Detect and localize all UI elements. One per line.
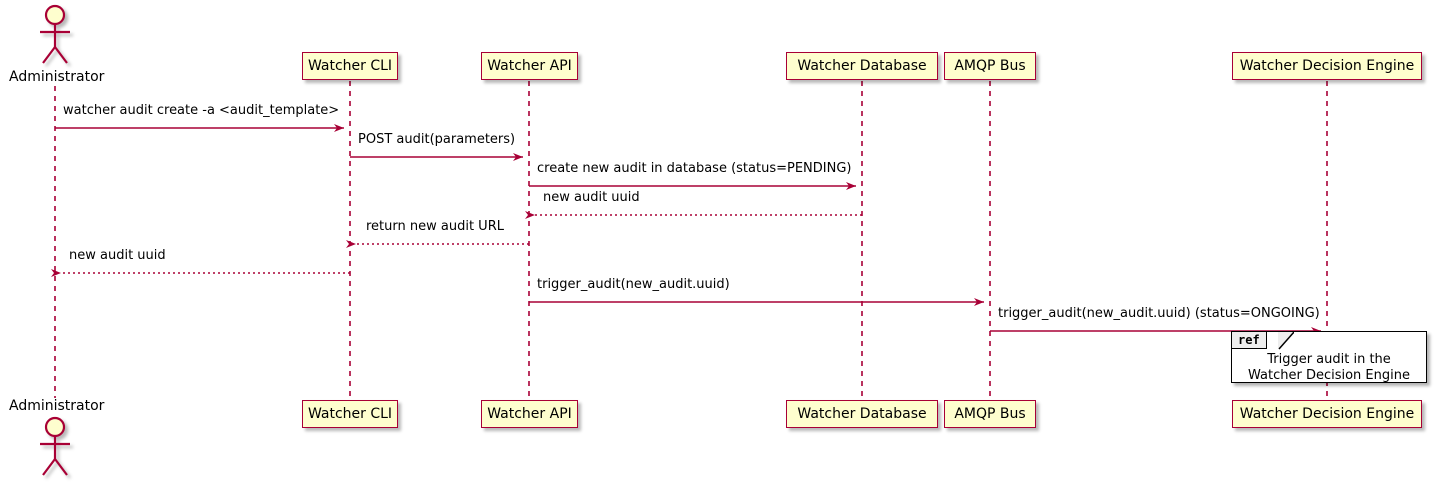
- message-label-1: watcher audit create -a <audit_template>: [63, 103, 340, 118]
- actor-head-icon: [44, 4, 66, 26]
- message-label-5: return new audit URL: [366, 219, 504, 234]
- participant-box-watcher-api-bottom[interactable]: Watcher API: [481, 400, 578, 428]
- ref-fragment-line-1: Trigger audit in the: [1267, 352, 1391, 367]
- actor-administrator-top: [40, 4, 70, 64]
- message-label-2: POST audit(parameters): [358, 132, 516, 147]
- participant-box-watcher-database-top[interactable]: Watcher Database: [786, 52, 938, 80]
- actor-administrator-bottom: [40, 416, 70, 476]
- participant-label: Watcher CLI: [307, 406, 393, 422]
- actor-leg-right: [54, 458, 68, 476]
- actor-leg-right: [54, 46, 68, 64]
- actor-leg-left: [42, 458, 56, 476]
- participant-box-amqp-bus-top[interactable]: AMQP Bus: [944, 52, 1036, 80]
- participant-box-amqp-bus-bottom[interactable]: AMQP Bus: [944, 400, 1036, 428]
- participant-label: Watcher Database: [797, 406, 927, 422]
- participant-box-decision-engine-bottom[interactable]: Watcher Decision Engine: [1232, 400, 1422, 428]
- ref-fragment-line-2: Watcher Decision Engine: [1248, 368, 1410, 383]
- actor-label-administrator-bottom: Administrator: [9, 398, 105, 414]
- actor-label-administrator-top: Administrator: [9, 69, 105, 85]
- participant-label: AMQP Bus: [954, 406, 1026, 422]
- participant-label: Watcher API: [487, 406, 572, 422]
- participant-label: Watcher Decision Engine: [1239, 406, 1415, 422]
- ref-fragment-body: Trigger audit in the Watcher Decision En…: [1232, 352, 1426, 384]
- message-label-6: new audit uuid: [69, 248, 166, 263]
- message-label-8: trigger_audit(new_audit.uuid) (status=ON…: [998, 306, 1320, 321]
- message-label-7: trigger_audit(new_audit.uuid): [537, 277, 730, 292]
- ref-fragment-tab: ref: [1232, 332, 1267, 349]
- message-label-3: create new audit in database (status=PEN…: [537, 161, 852, 176]
- participant-label: Watcher API: [487, 58, 572, 74]
- ref-tab-fold-icon: [1278, 332, 1294, 350]
- participant-box-watcher-cli-top[interactable]: Watcher CLI: [302, 52, 398, 80]
- messages-group: [51, 124, 1321, 335]
- ref-fragment[interactable]: ref Trigger audit in the Watcher Decisio…: [1231, 331, 1427, 383]
- participant-label: Watcher CLI: [307, 58, 393, 74]
- participant-box-watcher-api-top[interactable]: Watcher API: [481, 52, 578, 80]
- participant-label: Watcher Database: [797, 58, 927, 74]
- message-label-4: new audit uuid: [543, 190, 640, 205]
- participant-label: AMQP Bus: [954, 58, 1026, 74]
- ref-fragment-tab-label: ref: [1238, 333, 1260, 347]
- actor-head-icon: [44, 416, 66, 438]
- actor-leg-left: [42, 46, 56, 64]
- participant-box-decision-engine-top[interactable]: Watcher Decision Engine: [1232, 52, 1422, 80]
- participant-box-watcher-cli-bottom[interactable]: Watcher CLI: [302, 400, 398, 428]
- participant-box-watcher-database-bottom[interactable]: Watcher Database: [786, 400, 938, 428]
- participant-label: Watcher Decision Engine: [1239, 58, 1415, 74]
